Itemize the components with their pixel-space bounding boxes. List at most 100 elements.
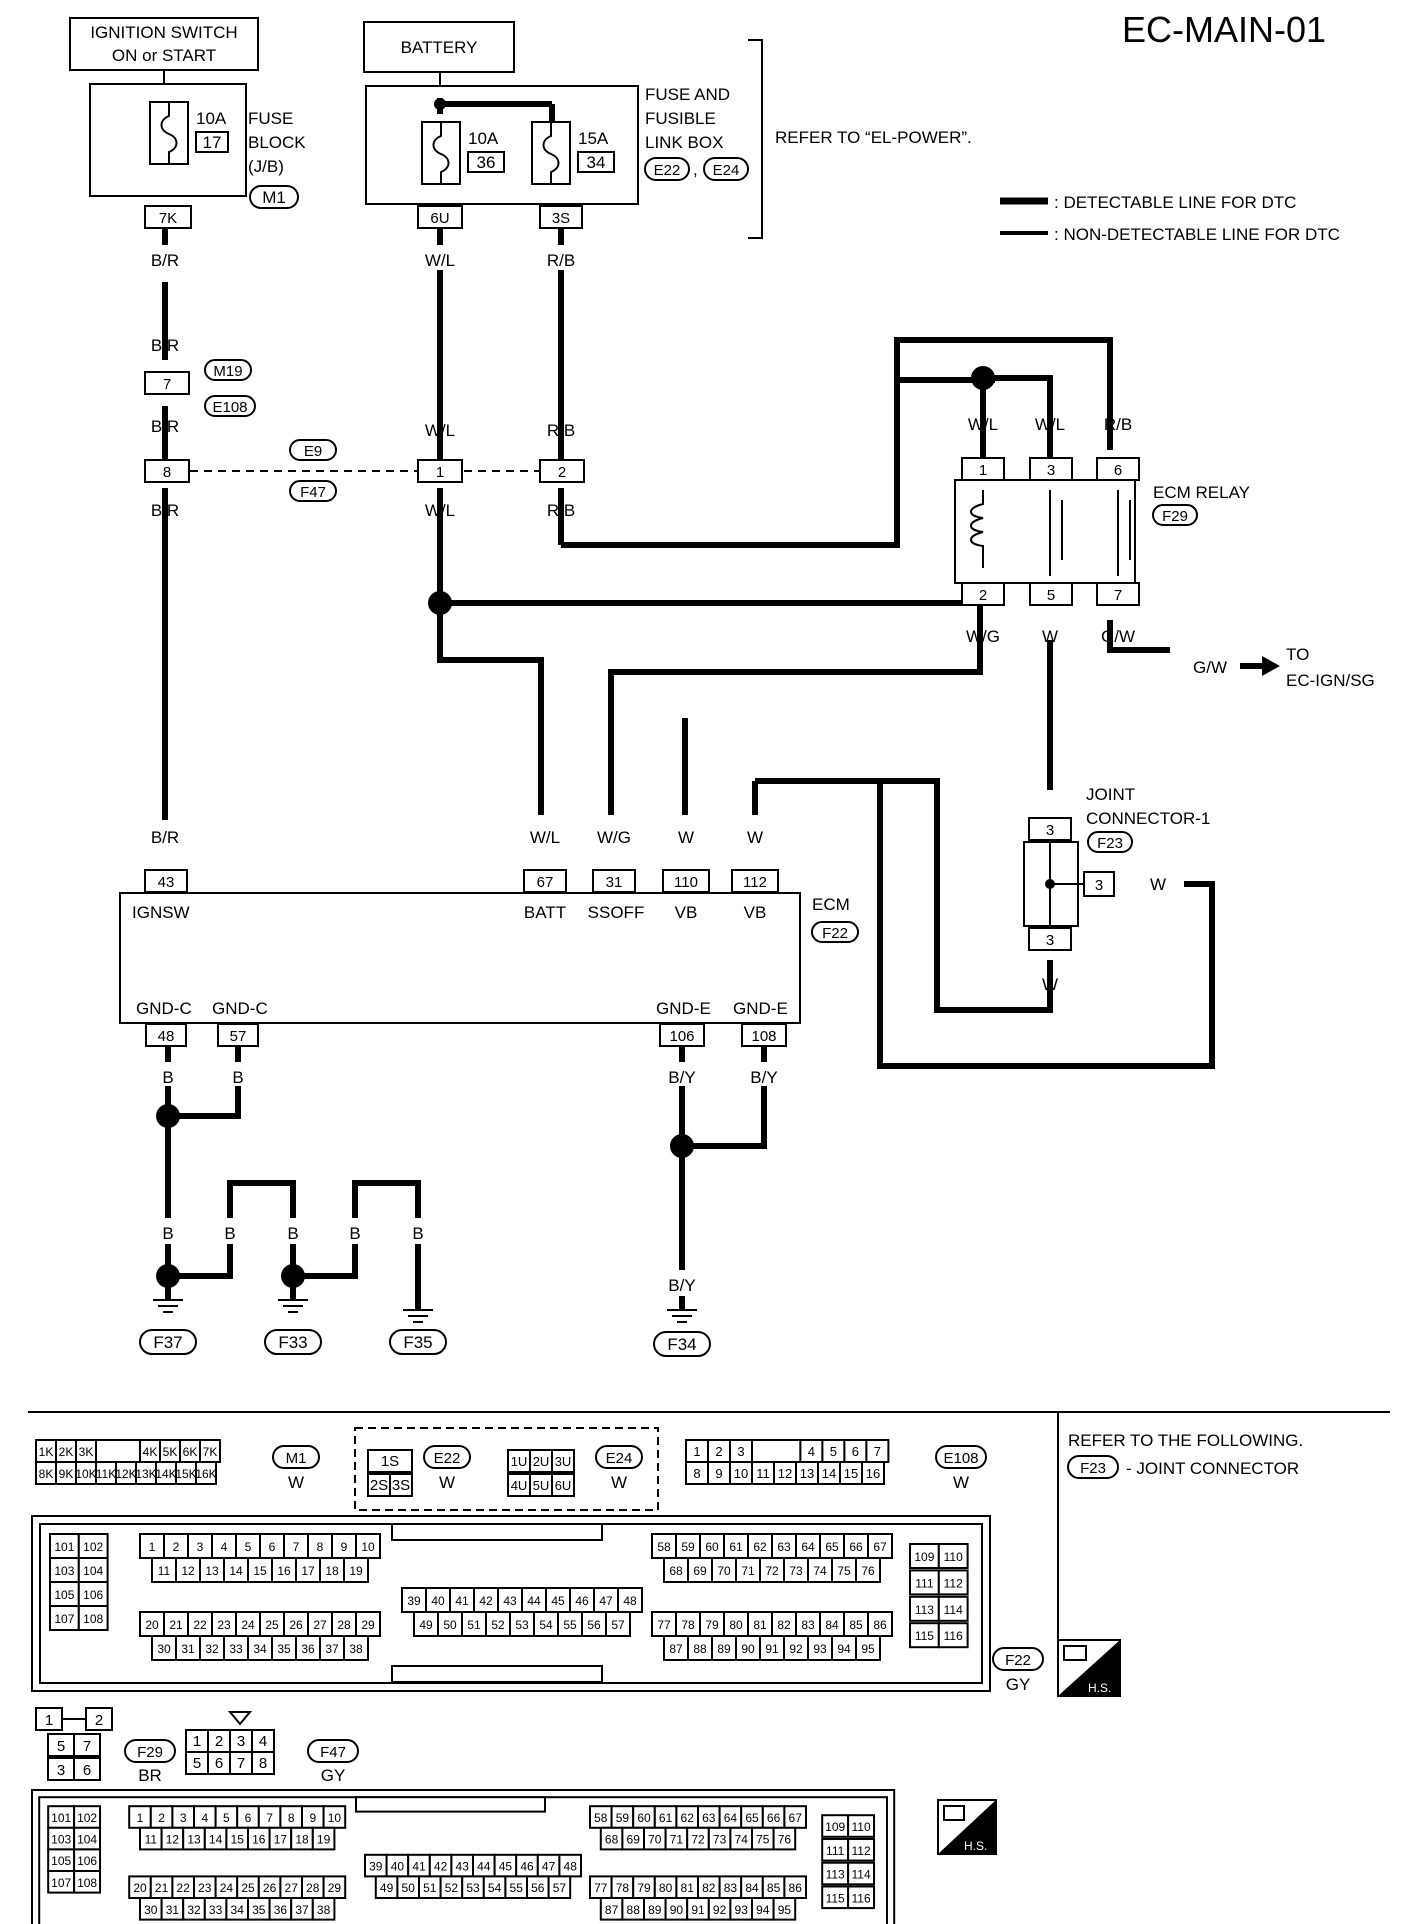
- pin-cell: [547, 1875, 572, 1900]
- pin-number: 79: [705, 1618, 719, 1632]
- to-ec-ign-sg: EC-IGN/SG: [1286, 671, 1375, 690]
- pin-number: 104: [77, 1833, 97, 1847]
- pin-number: 7: [874, 1444, 881, 1459]
- pin-number: 43: [456, 1860, 470, 1874]
- pin-number: 54: [539, 1618, 553, 1632]
- pin-number: 21: [169, 1618, 183, 1632]
- pin-number: 73: [713, 1833, 727, 1847]
- ignition-switch-box: [69, 17, 259, 71]
- relay-pin: 6: [1114, 462, 1122, 479]
- connector-e24-tag: E24: [713, 162, 740, 179]
- pin-number: 52: [445, 1881, 459, 1895]
- pin-number: 49: [419, 1618, 433, 1632]
- pin-number: 61: [659, 1811, 673, 1825]
- connector-f29-tag: F29: [1162, 508, 1188, 525]
- wire-color-w: W: [747, 828, 763, 847]
- pin-number: 34: [231, 1903, 245, 1917]
- pin-number: 55: [510, 1881, 524, 1895]
- pin-cell: [783, 1557, 809, 1583]
- pin-number: 4U: [511, 1478, 528, 1493]
- pin-cell: [187, 1611, 213, 1637]
- pin-number: 27: [313, 1618, 327, 1632]
- pin-number: 107: [51, 1876, 71, 1890]
- pin-number: 91: [765, 1642, 779, 1656]
- ecm-pin: 43: [158, 874, 175, 891]
- pin-number: 101: [54, 1540, 74, 1554]
- pin-number: 63: [702, 1811, 716, 1825]
- pin-cell: [77, 1557, 109, 1583]
- pin-cell: [461, 1611, 487, 1637]
- wire-color-by: B/Y: [668, 1276, 695, 1295]
- wire-color-wg: W/G: [966, 627, 1000, 646]
- pin-number: 2S: [370, 1477, 388, 1494]
- wire-color-b: B: [162, 1224, 173, 1243]
- pin-number: 79: [637, 1881, 651, 1895]
- pin-cell: [937, 1543, 969, 1569]
- pin-cell: [509, 1611, 535, 1637]
- wire-color-w: W: [1042, 627, 1058, 646]
- pin-number: 44: [477, 1860, 491, 1874]
- pin-number: 92: [789, 1642, 803, 1656]
- refer-el-power: REFER TO “EL-POWER”.: [775, 128, 972, 147]
- pin-number: 6: [245, 1811, 252, 1825]
- pin-number: 53: [466, 1881, 480, 1895]
- pin-cell: [355, 1611, 381, 1637]
- pin-number: 4K: [143, 1445, 158, 1459]
- pin-number: 7: [266, 1811, 273, 1825]
- pin-number: 33: [229, 1642, 243, 1656]
- f29-pin: 7: [83, 1738, 91, 1755]
- pin-number: 45: [551, 1594, 565, 1608]
- pin-number: 104: [83, 1564, 103, 1578]
- ecm-pin: 31: [606, 874, 623, 891]
- pin-number: 49: [380, 1881, 394, 1895]
- pin-cell: [772, 1826, 797, 1851]
- pin-number: 108: [77, 1876, 97, 1890]
- pin-number: 12: [181, 1564, 195, 1578]
- pin-cell: [163, 1611, 189, 1637]
- pin-cell: [687, 1635, 713, 1661]
- pin-number: 30: [157, 1642, 171, 1656]
- pin-number: 87: [669, 1642, 683, 1656]
- pin-number: 66: [767, 1811, 781, 1825]
- pin-number: 102: [77, 1811, 97, 1825]
- pin-number: 45: [499, 1860, 513, 1874]
- pin-cell: [605, 1611, 631, 1637]
- joint-pin: 3: [1046, 932, 1054, 949]
- splice-point: [156, 1264, 180, 1288]
- pin-number: 16K: [195, 1467, 216, 1481]
- pin-number: 10K: [75, 1467, 96, 1481]
- pin-number: 111: [826, 1844, 845, 1858]
- pin-number: 14: [229, 1564, 243, 1578]
- pin-number: 51: [467, 1618, 481, 1632]
- pin-number: 7K: [203, 1445, 218, 1459]
- wire-color-br: B/R: [151, 828, 179, 847]
- pin-number: 112: [944, 1576, 963, 1590]
- ecm-pin: 48: [158, 1028, 175, 1045]
- refer-f23-tag: F23: [1080, 1460, 1106, 1477]
- ecm-pin-label: GND-E: [733, 999, 788, 1018]
- pin-number: 22: [177, 1881, 191, 1895]
- wire-color-wg: W/G: [597, 828, 631, 847]
- pin-number: 62: [681, 1811, 695, 1825]
- pin-cell: [937, 1569, 969, 1596]
- pin-number: 116: [944, 1629, 963, 1643]
- pin-number: 11K: [96, 1467, 116, 1481]
- pin-number: 70: [717, 1564, 731, 1578]
- pin-number: 47: [599, 1594, 613, 1608]
- pin-number: 20: [145, 1618, 159, 1632]
- joint-pin: 3: [1046, 822, 1054, 839]
- pin-cell: [855, 1557, 881, 1583]
- pin-number: 14K: [155, 1467, 176, 1481]
- pin-cell: [847, 1837, 876, 1862]
- pin-number: 18: [295, 1833, 309, 1847]
- fuse-36-amp: 10A: [468, 129, 499, 148]
- pin-number: 43: [503, 1594, 517, 1608]
- pin-number: 88: [693, 1642, 707, 1656]
- pin-cell: [77, 1605, 109, 1631]
- pin-number: 2: [215, 1733, 223, 1750]
- pin-number: 106: [83, 1588, 103, 1602]
